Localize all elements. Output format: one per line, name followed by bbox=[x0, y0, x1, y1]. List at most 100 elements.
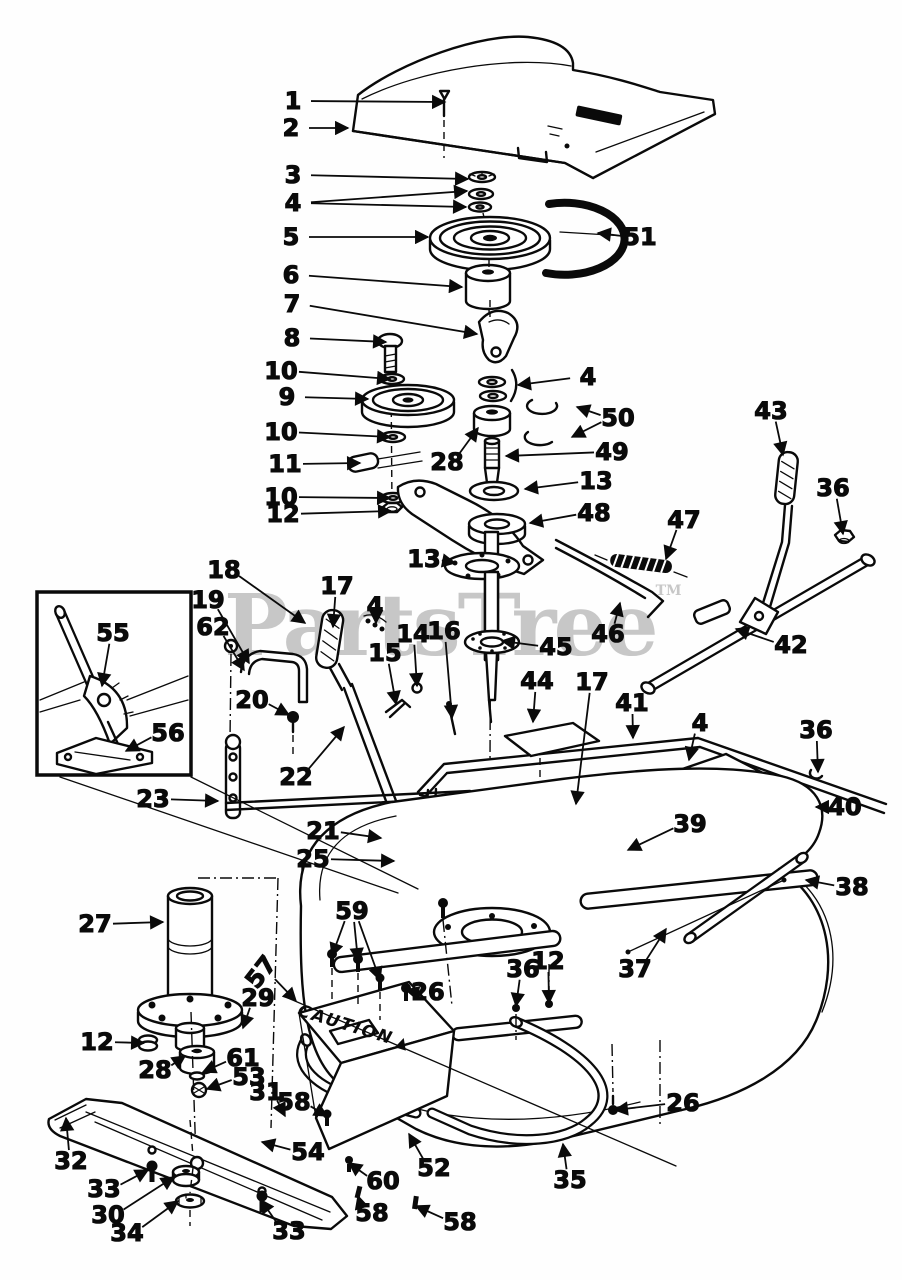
part-callout-19: 19 bbox=[191, 586, 224, 614]
part-callout-12: 12 bbox=[266, 500, 299, 528]
construction-lines bbox=[59, 776, 677, 1167]
part-callout-31: 31 bbox=[249, 1078, 282, 1106]
part-callout-13: 13 bbox=[407, 545, 440, 573]
part-callout-9: 9 bbox=[279, 383, 296, 411]
leader-line bbox=[510, 979, 525, 1008]
part-callout-47: 47 bbox=[667, 506, 700, 534]
leader-line bbox=[310, 1103, 329, 1117]
part-callout-1: 1 bbox=[285, 87, 302, 115]
leader-line bbox=[304, 391, 370, 406]
leader-line bbox=[609, 601, 624, 624]
part-callout-56: 56 bbox=[151, 719, 184, 747]
part-callout-46: 46 bbox=[591, 620, 624, 648]
leader-line bbox=[575, 404, 601, 419]
leader-line bbox=[516, 376, 571, 391]
leader-line bbox=[833, 498, 848, 536]
leader-line bbox=[354, 1194, 369, 1211]
leader-line bbox=[114, 1035, 146, 1050]
leader-line bbox=[340, 829, 383, 844]
leader-line bbox=[526, 691, 542, 724]
leader-line bbox=[500, 635, 539, 650]
leader-line bbox=[347, 1162, 368, 1177]
leader-line bbox=[541, 971, 556, 1005]
leader-line bbox=[309, 304, 479, 339]
leader-line bbox=[238, 575, 307, 624]
part-callout-41: 41 bbox=[615, 689, 648, 717]
part-callout-13: 13 bbox=[579, 467, 612, 495]
leader-line bbox=[613, 1101, 666, 1116]
leader-line bbox=[804, 875, 835, 890]
part-callout-8: 8 bbox=[284, 324, 301, 352]
watermark-text: PartsTree bbox=[224, 576, 659, 676]
part-callout-58: 58 bbox=[277, 1088, 310, 1116]
retaining-ring bbox=[525, 398, 559, 416]
part-callout-43: 43 bbox=[754, 397, 787, 425]
part-callout-28: 28 bbox=[138, 1056, 171, 1084]
leader-line bbox=[408, 644, 424, 688]
part-callout-25: 25 bbox=[296, 845, 329, 873]
part-callout-4: 4 bbox=[285, 189, 302, 217]
leader-line bbox=[310, 184, 469, 204]
lever-grip bbox=[774, 450, 799, 506]
leader-line bbox=[404, 986, 421, 1001]
part-callout-4: 4 bbox=[692, 709, 709, 737]
part-callout-18: 18 bbox=[207, 556, 240, 584]
watermark: PartsTreeTM bbox=[224, 579, 682, 674]
blade-fasteners bbox=[146, 1119, 268, 1226]
part-callout-21: 21 bbox=[306, 817, 339, 845]
part-callout-10: 10 bbox=[264, 483, 297, 511]
part-callout-36: 36 bbox=[816, 474, 849, 502]
leader-line bbox=[626, 827, 674, 851]
part-callout-2: 2 bbox=[283, 114, 300, 142]
part-callout-11: 11 bbox=[268, 450, 301, 478]
leader-line bbox=[310, 94, 447, 110]
leader-line bbox=[205, 1077, 233, 1092]
part-callout-10: 10 bbox=[264, 357, 297, 385]
leader-line bbox=[302, 455, 362, 471]
part-callout-62: 62 bbox=[196, 613, 229, 641]
part-callout-50: 50 bbox=[601, 404, 634, 432]
leader-line bbox=[123, 1176, 176, 1211]
part-callout-49: 49 bbox=[595, 438, 628, 466]
clip bbox=[808, 768, 824, 780]
part-callout-51: 51 bbox=[623, 223, 656, 251]
leader-line bbox=[274, 978, 297, 1003]
leader-line bbox=[523, 480, 579, 495]
part-callout-39: 39 bbox=[673, 810, 706, 838]
leader-line bbox=[124, 736, 152, 752]
part-callout-38: 38 bbox=[835, 873, 868, 901]
leader-line bbox=[663, 529, 678, 561]
part-callout-42: 42 bbox=[774, 631, 807, 659]
leader-line bbox=[309, 334, 388, 349]
frame-bracket bbox=[503, 721, 601, 758]
leader-line bbox=[120, 1169, 150, 1186]
leader-line bbox=[734, 626, 775, 643]
part-callout-20: 20 bbox=[235, 686, 268, 714]
leader-line bbox=[298, 370, 392, 386]
part-callout-33: 33 bbox=[272, 1217, 305, 1245]
leader-line bbox=[170, 1055, 187, 1070]
drive-belt bbox=[542, 198, 629, 279]
leader-line bbox=[240, 1007, 255, 1030]
leader-line bbox=[330, 853, 396, 868]
leader-line bbox=[357, 920, 383, 982]
blade-brake bbox=[477, 300, 519, 364]
leader-line bbox=[326, 596, 342, 629]
part-callout-26: 26 bbox=[411, 978, 444, 1006]
part-callout-3: 3 bbox=[285, 161, 302, 189]
part-callout-36: 36 bbox=[799, 716, 832, 744]
leader-line bbox=[645, 927, 667, 961]
part-callout-58: 58 bbox=[443, 1208, 476, 1236]
leader-line bbox=[310, 199, 468, 214]
leader-line bbox=[300, 504, 393, 519]
part-callout-4: 4 bbox=[367, 592, 384, 620]
part-callout-53: 53 bbox=[232, 1063, 265, 1091]
inset-detail-box bbox=[35, 590, 193, 777]
part-callout-32: 32 bbox=[54, 1147, 87, 1175]
part-callout-27: 27 bbox=[78, 910, 111, 938]
leader-line bbox=[201, 1060, 227, 1074]
part-callout-33: 33 bbox=[87, 1175, 120, 1203]
leader-line bbox=[349, 921, 364, 963]
